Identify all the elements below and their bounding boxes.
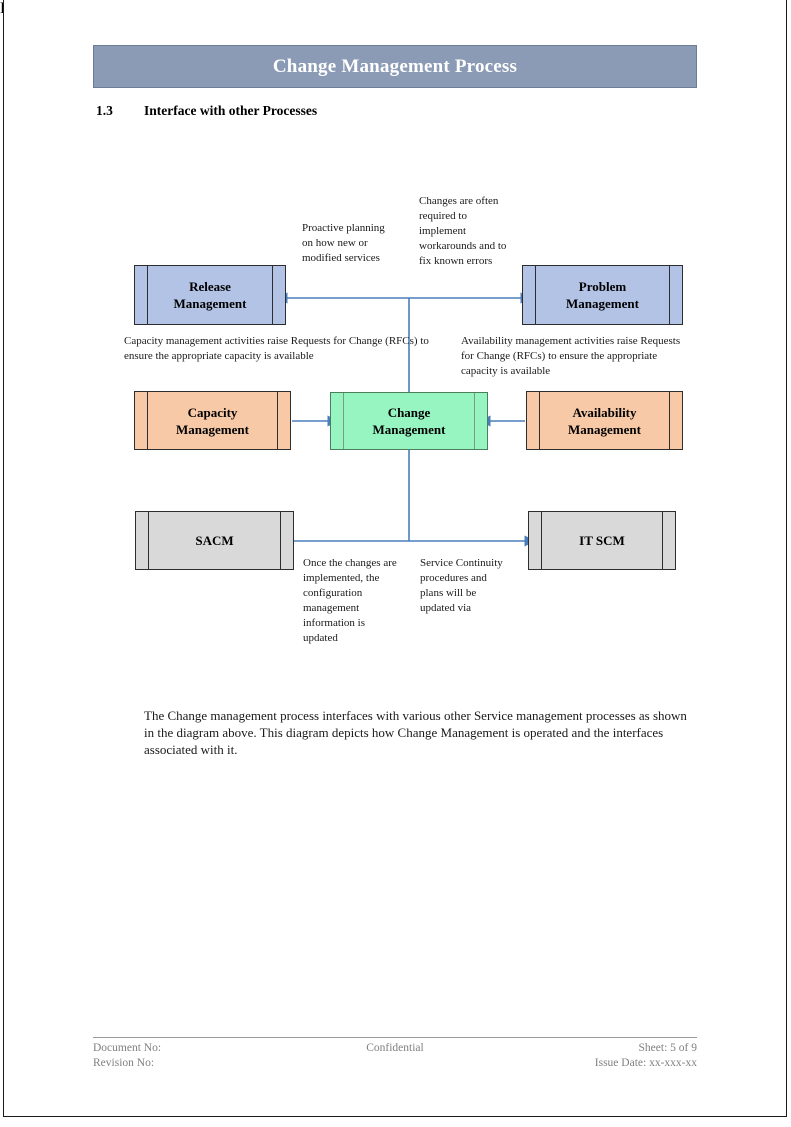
- footer-sheet: Sheet: 5 of 9: [638, 1042, 697, 1054]
- process-bar-left: [541, 512, 542, 569]
- process-bar-left: [147, 392, 148, 449]
- footer-document-no: Document No:: [93, 1042, 162, 1054]
- process-bar-right: [669, 266, 670, 324]
- annotation-changes-required: Changes are often required to implement …: [419, 195, 507, 267]
- footer-issue-date: Issue Date: xx-xxx-xx: [594, 1057, 697, 1069]
- footer-spacer: [294, 1056, 495, 1071]
- annotation-capacity-rfc: Capacity management activities raise Req…: [124, 335, 429, 362]
- process-bar-left: [535, 266, 536, 324]
- process-bar-right: [272, 266, 273, 324]
- section-title: Interface with other Processes: [144, 103, 318, 118]
- process-bar-left: [343, 393, 344, 449]
- annotation-availability-rfc: Availability management activities raise…: [461, 335, 681, 377]
- diagram-box-label: IT SCM: [579, 533, 625, 548]
- annotation-proactive-planning: Proactive planning on how new or modifie…: [302, 222, 385, 264]
- process-bar-left: [539, 392, 540, 449]
- diagram-box-it-scm[interactable]: IT SCM: [528, 511, 676, 570]
- diagram-box-sacm[interactable]: SACM: [135, 511, 294, 570]
- process-bar-left: [148, 512, 149, 569]
- diagram-box-label: SACM: [195, 533, 234, 548]
- process-bar-right: [277, 392, 278, 449]
- section-number: 1.3: [96, 103, 113, 118]
- footer-confidential: Confidential: [366, 1042, 424, 1054]
- footer-divider: [93, 1037, 697, 1038]
- footer-revision-no: Revision No:: [93, 1057, 155, 1069]
- document-footer: Document No: Confidential Sheet: 5 of 9 …: [93, 1041, 697, 1075]
- process-bar-right: [662, 512, 663, 569]
- document-header-banner: Change Management Process: [93, 45, 697, 88]
- document-title: Change Management Process: [272, 55, 518, 77]
- process-bar-right: [474, 393, 475, 449]
- annotation-configuration-update: Once the changes are implemented, the co…: [303, 557, 397, 644]
- process-bar-right: [669, 392, 670, 449]
- document-page: Change Management Process 1.3 Interface w…: [3, 0, 787, 1117]
- process-bar-right: [280, 512, 281, 569]
- body-paragraph: The Change management process interfaces…: [144, 708, 687, 757]
- annotation-service-continuity: Service Continuity procedures and plans …: [420, 557, 503, 614]
- section-heading: 1.3 Interface with other Processes: [96, 103, 656, 119]
- process-bar-left: [147, 266, 148, 324]
